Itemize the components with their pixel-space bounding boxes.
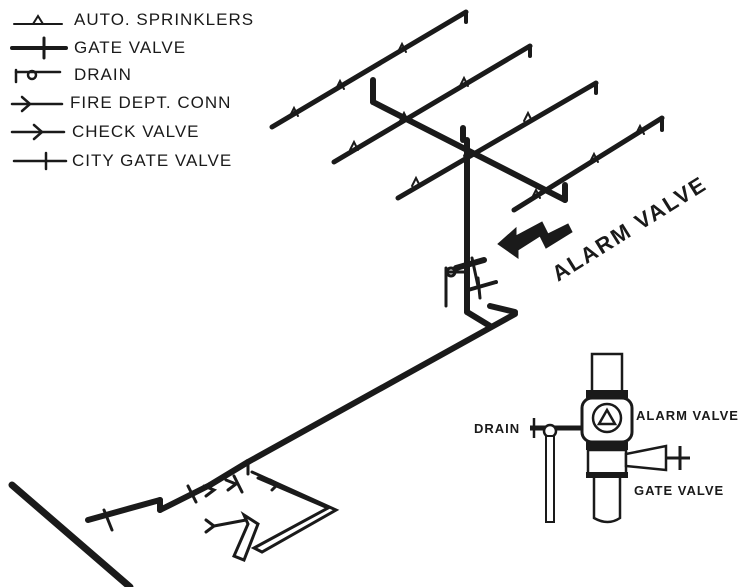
legend-sprinklers-label: AUTO. SPRINKLERS [74,10,254,29]
supply-valves [102,474,244,532]
alarm-valve-label: ALARM VALVE [547,171,711,286]
sprinkler-head [399,110,409,122]
sprinkler-head [349,139,359,151]
alarm-valve-detail [530,352,690,524]
alarm-valve-arrow [497,221,573,259]
legend-gate-valve-label: GATE VALVE [74,38,186,57]
detail-alarm-valve-label: ALARM VALVE [636,408,739,423]
detail-gate-valve-label: GATE VALVE [634,483,724,498]
legend-drain-label: DRAIN [74,65,132,84]
supply-main [85,311,518,523]
legend-gate-valve-symbol [10,36,68,60]
sprinkler-head [459,75,469,87]
riser-alarm-valve [444,256,498,308]
legend-city-gate-symbol [12,151,68,171]
gate-valve [186,484,198,504]
legend-city-gate-label: CITY GATE VALVE [72,151,232,170]
sprinkler-head [289,105,299,117]
sprinkler-head [635,123,645,135]
riser [464,137,518,329]
sprinkler-head [335,78,345,90]
sprinkler-head [589,151,599,163]
fire-dept-connection [204,460,340,562]
city-gate-valve [102,508,114,532]
sprinkler-head [531,187,541,199]
check-valve [224,478,240,492]
legend-fire-dept-symbol [10,95,64,113]
legend-drain-symbol [14,68,62,84]
detail-drain-label: DRAIN [474,421,520,436]
sprinkler-head [523,110,533,122]
sprinkler-head [411,175,421,187]
legend: AUTO. SPRINKLERS GATE VALVE DRAIN FIRE D… [10,10,254,171]
legend-check-valve-symbol [10,123,66,141]
legend-sprinkler-symbol [13,14,63,25]
sprinkler-head [397,41,407,53]
sprinkler-heads [289,41,645,199]
check-valve [202,484,218,498]
legend-check-valve-label: CHECK VALVE [72,122,200,141]
legend-fire-dept-label: FIRE DEPT. CONN [70,93,231,112]
street-main [8,481,134,587]
